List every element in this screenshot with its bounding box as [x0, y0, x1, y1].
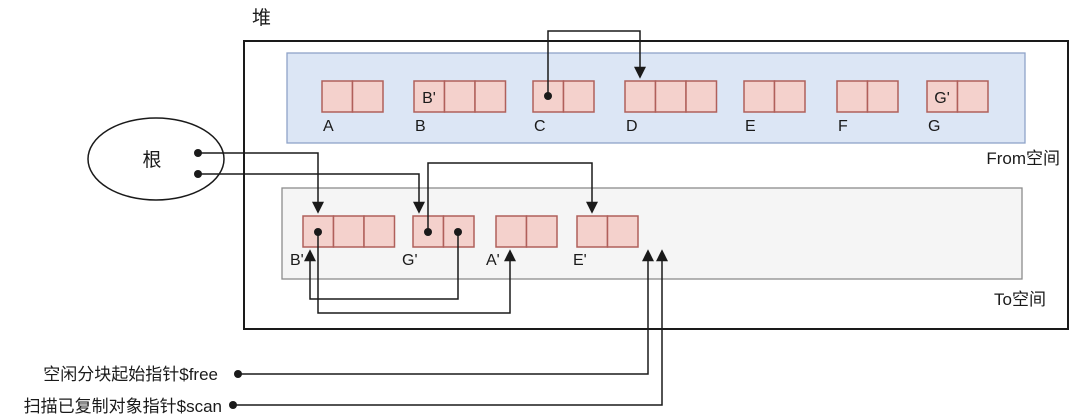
memory-cell [685, 80, 718, 113]
object-label-c: C [534, 118, 546, 135]
object-label-e-prime: E' [573, 252, 587, 269]
object-label-g-prime: G' [402, 252, 418, 269]
memory-cell [836, 80, 869, 113]
object-label-a: A [323, 118, 334, 135]
from-space-label: From空间 [986, 149, 1060, 168]
pointer-g-prime-to-b-prime [304, 232, 459, 300]
pointer-source-dot-g-prime-2 [454, 228, 462, 236]
memory-cell [332, 215, 365, 248]
memory-cell [606, 215, 639, 248]
forwarding-pointer-label-b: B' [422, 90, 436, 107]
memory-cell [562, 80, 595, 113]
object-label-b-prime: B' [290, 252, 304, 269]
from-object-f: F [836, 80, 899, 135]
pointer-c-to-d [547, 30, 646, 96]
pointer-source-dot-b-prime [314, 228, 322, 236]
memory-cell [495, 215, 528, 248]
from-object-a: A [321, 80, 384, 135]
scan-pointer-dot [229, 401, 237, 409]
object-label-e: E [745, 118, 756, 135]
pointer-source-dot-g-prime-1 [424, 228, 432, 236]
free-pointer-line [238, 249, 654, 375]
object-label-a-prime: A' [486, 252, 500, 269]
memory-cell [956, 80, 989, 113]
from-object-b: B' B [413, 80, 507, 135]
object-label-d: D [626, 118, 638, 135]
memory-cell [321, 80, 354, 113]
memory-cell [443, 80, 476, 113]
memory-cell [654, 80, 687, 113]
memory-cell [474, 80, 507, 113]
memory-cell [773, 80, 806, 113]
to-space-box [281, 187, 1023, 280]
from-object-g: G' G [926, 80, 989, 135]
root-ellipse [87, 117, 225, 201]
memory-cell [351, 80, 384, 113]
scan-pointer-label: 扫描已复制对象指针$scan [24, 397, 222, 416]
from-object-d: D [624, 80, 718, 135]
pointer-root-to-g-prime [198, 173, 425, 214]
pointer-g-prime-to-e-prime [427, 162, 598, 232]
pointer-b-prime-to-a-prime [317, 232, 516, 314]
to-object-e-prime: E' [573, 215, 639, 269]
object-label-f: F [838, 118, 848, 135]
memory-cell [743, 80, 776, 113]
root-node: 根 [87, 117, 225, 201]
memory-cell [363, 215, 396, 248]
forwarding-pointer-label-g: G' [934, 90, 950, 107]
scan-pointer-line [233, 249, 668, 406]
to-object-b-prime: B' [290, 215, 396, 269]
free-pointer-dot [234, 370, 242, 378]
from-object-e: E [743, 80, 806, 135]
free-pointer-label: 空闲分块起始指针$free [43, 365, 218, 384]
pointer-source-dot-c [544, 92, 552, 100]
memory-cell [866, 80, 899, 113]
memory-cell [576, 215, 609, 248]
root-label: 根 [142, 149, 161, 171]
object-label-b: B [415, 118, 426, 135]
to-object-a-prime: A' [486, 215, 558, 269]
memory-cell [624, 80, 657, 113]
memory-cell [413, 80, 446, 113]
memory-cell [926, 80, 959, 113]
pointer-root-to-b-prime [198, 152, 324, 214]
to-object-g-prime: G' [402, 215, 475, 269]
memory-cell [525, 215, 558, 248]
to-space-label: To空间 [994, 290, 1046, 309]
object-label-g: G [928, 118, 940, 135]
heap-title: 堆 [252, 7, 271, 29]
